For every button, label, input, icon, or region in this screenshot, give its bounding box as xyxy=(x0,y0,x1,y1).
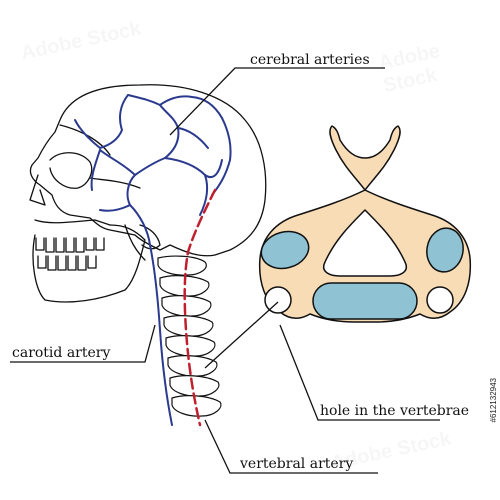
leader-lines xyxy=(10,67,440,474)
vertebral-artery-path xyxy=(183,188,217,427)
cervical-spine xyxy=(157,255,222,417)
vertebra xyxy=(165,335,216,357)
cartilage-right xyxy=(426,227,464,273)
cartilage-left xyxy=(260,230,310,270)
vertebra xyxy=(161,295,212,317)
vertebra xyxy=(169,375,220,397)
vertebra xyxy=(167,355,218,377)
vertebral-leader xyxy=(204,419,378,474)
label-vertebral-artery: vertebral artery xyxy=(240,456,354,472)
brow-line xyxy=(59,124,111,156)
ear-process xyxy=(139,224,161,250)
vertebra xyxy=(157,255,207,276)
eye-socket xyxy=(49,152,93,189)
jaw-outline xyxy=(32,224,146,303)
hole-leader-2 xyxy=(204,301,279,369)
lower-teeth xyxy=(37,255,97,271)
label-carotid-artery: carotid artery xyxy=(12,345,111,361)
vertebra xyxy=(171,395,222,417)
vertebra xyxy=(163,315,214,337)
vertebral-canal xyxy=(323,209,407,277)
vertebra-cross-section xyxy=(258,125,472,323)
hole-leader xyxy=(279,324,440,421)
transverse-foramen-left xyxy=(264,286,292,314)
cranium-outline xyxy=(29,84,267,257)
upper-jaw xyxy=(34,219,111,226)
jaw-ramus xyxy=(124,224,146,261)
upper-teeth xyxy=(35,237,105,253)
cartilage-center xyxy=(312,282,418,320)
transverse-foramen-right xyxy=(426,286,454,314)
stock-id: #612132943 xyxy=(489,378,498,423)
nasal-cavity xyxy=(29,174,46,206)
cerebral-leader xyxy=(169,67,385,136)
label-hole-in-vertebrae: hole in the vertebrae xyxy=(320,403,470,419)
carotid-leader xyxy=(10,324,156,363)
cerebral-arteries xyxy=(74,94,232,426)
label-cerebral-arteries: cerebral arteries xyxy=(250,52,370,68)
skull xyxy=(29,84,267,303)
